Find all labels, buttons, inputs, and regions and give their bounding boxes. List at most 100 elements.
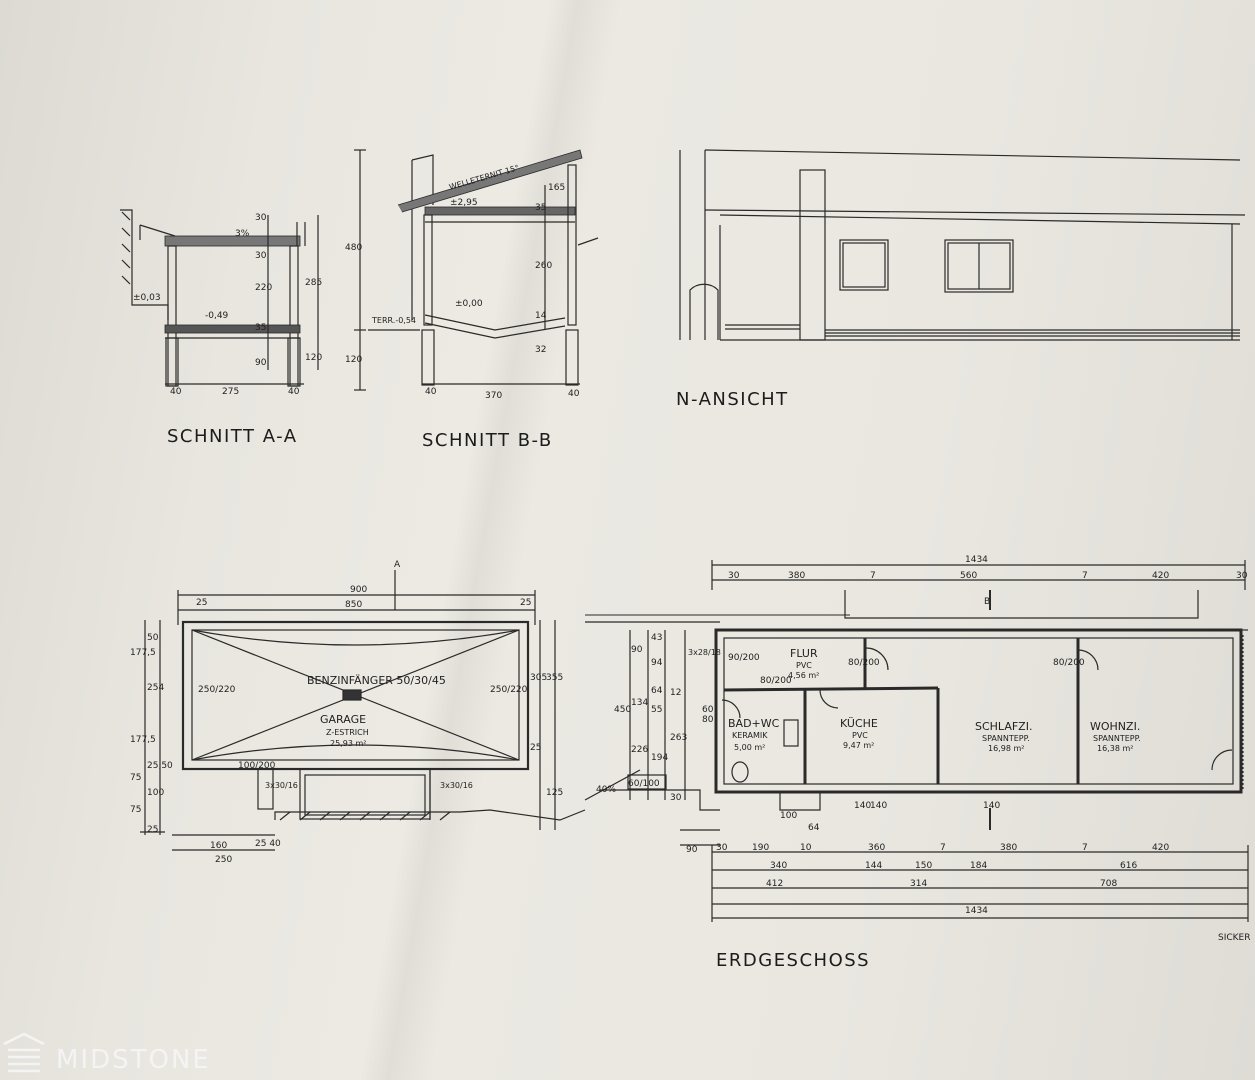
plan-dim: 226 [631, 745, 648, 755]
sa-dim: 120 [305, 353, 322, 363]
room-flur-name: FLUR [790, 647, 818, 660]
plan-dim: 616 [1120, 861, 1137, 871]
plan-dim: 140 [854, 801, 871, 811]
plan-dim: 144 [865, 861, 882, 871]
plan-dim: 90 [631, 645, 643, 655]
garage-dim: 75 [130, 805, 141, 815]
garage-area: 25,93 m² [330, 739, 366, 748]
garage-dim: 177,5 [130, 648, 156, 658]
garage-fanger: BENZINFÄNGER 50/30/45 [307, 674, 446, 687]
sb-dim: 120 [345, 355, 362, 365]
sa-level: ±0,03 [133, 293, 161, 303]
plan-dim: 60 [702, 705, 714, 715]
sa-dim: 30 [255, 251, 267, 261]
midstone-logo-icon [3, 1032, 45, 1073]
sicker-label: SICKER [1218, 933, 1251, 943]
room-schlafzimmer-floor: SPANNTEPP. [982, 734, 1030, 743]
plan-dim: 708 [1100, 879, 1117, 889]
room-flur-area: 4,56 m² [788, 671, 819, 680]
garage-dim: 850 [345, 600, 362, 610]
plan-dim: 30 [716, 843, 728, 853]
plan-dim: 360 [868, 843, 885, 853]
plan-dim: 150 [915, 861, 932, 871]
plan-dim: 30 [1236, 571, 1248, 581]
plan-dim: 55 [651, 705, 662, 715]
room-schlafzimmer-name: SCHLAFZI. [975, 720, 1032, 733]
plan-dim: 340 [770, 861, 787, 871]
plan-dim: 263 [670, 733, 687, 743]
plan-dim: 184 [970, 861, 987, 871]
plan-dim: 30 [670, 793, 682, 803]
plan-dim: 7 [1082, 843, 1088, 853]
plan-dim: 64 [651, 686, 663, 696]
sb-dim: 35 [535, 203, 546, 213]
plan-dim: 450 [614, 705, 631, 715]
sb-dim: 40 [568, 389, 580, 399]
garage-dim: 160 [210, 841, 227, 851]
room-wohnzimmer-floor: SPANNTEPP. [1093, 734, 1141, 743]
plan-dim: 412 [766, 879, 783, 889]
garage-dim: 250 [215, 855, 232, 865]
garage-dim: 177,5 [130, 735, 156, 745]
garage-dim: 25 [196, 598, 207, 608]
section-marker-a: A [394, 560, 401, 570]
window-label: 60/100 [628, 779, 660, 789]
plan-dim: 94 [651, 658, 663, 668]
sb-level: ±0,00 [455, 299, 483, 309]
section-marker-b: B [984, 597, 990, 607]
room-wohnzimmer-name: WOHNZI. [1090, 720, 1140, 733]
section-a-title: SCHNITT A-A [167, 426, 298, 447]
garage-dim: 900 [350, 585, 367, 595]
room-kueche-area: 9,47 m² [843, 741, 874, 750]
north-elevation-title: N-ANSICHT [676, 389, 789, 410]
garage-dim: 305 [530, 673, 547, 683]
plan-dim: 7 [1082, 571, 1088, 581]
sa-dim: 40 [288, 387, 300, 397]
plan-dim: 380 [1000, 843, 1017, 853]
sb-dim: 480 [345, 243, 362, 253]
plan-dim: 194 [651, 753, 668, 763]
section-b-title: SCHNITT B-B [422, 430, 553, 451]
plan-dim: 100 [780, 811, 797, 821]
room-kueche-floor: PVC [852, 731, 868, 740]
sa-dim: 90 [255, 358, 267, 368]
plan-dim: 10 [800, 843, 812, 853]
door-label: 90/200 [728, 653, 760, 663]
door-label: 80/200 [1053, 658, 1085, 668]
garage-door-right: 250/220 [490, 685, 528, 695]
plan-dim: 140 [870, 801, 887, 811]
plan-dim: 314 [910, 879, 927, 889]
plan-dim: 90 [686, 845, 698, 855]
plan-dim: 1434 [965, 555, 988, 565]
garage-room-name: GARAGE [320, 713, 366, 726]
plan-dim: 190 [752, 843, 769, 853]
room-bad-area: 5,00 m² [734, 743, 765, 752]
plan-dim: 420 [1152, 571, 1169, 581]
plan-dim: 140 [983, 801, 1000, 811]
sb-dim: 370 [485, 391, 502, 401]
plan-dim: 380 [788, 571, 805, 581]
sb-dim: 14 [535, 311, 547, 321]
plan-dim: 12 [670, 688, 681, 698]
garage-vent-left: 3x30/16 [265, 781, 298, 790]
plan-dim: 7 [870, 571, 876, 581]
window-label: 3x28/18 [688, 648, 721, 657]
sb-terrace-level: TERR.-0,54 [371, 316, 416, 325]
room-schlafzimmer-area: 16,98 m² [988, 744, 1024, 753]
room-bad-name: BAD+WC [728, 717, 780, 730]
sb-level: ±2,95 [450, 198, 478, 208]
sa-dim: 40 [170, 387, 182, 397]
garage-dim: 25 40 [255, 839, 281, 849]
plan-dim: 80 [702, 715, 714, 725]
room-kueche-name: KÜCHE [840, 717, 878, 730]
north-elevation-drawing [679, 149, 1246, 341]
garage-window: 100/200 [238, 761, 276, 771]
sb-dim: 260 [535, 261, 552, 271]
garage-dim: 355 [546, 673, 563, 683]
garage-dim: 25 [520, 598, 531, 608]
garage-vent-right: 3x30/16 [440, 781, 473, 790]
garage-floor: Z-ESTRICH [326, 728, 369, 737]
sb-dim: 40 [425, 387, 437, 397]
